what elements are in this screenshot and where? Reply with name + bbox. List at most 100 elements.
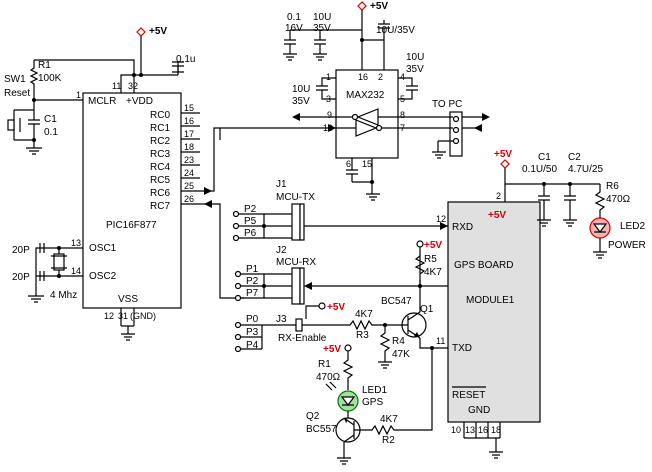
r1-led-value: 470Ω: [316, 372, 341, 383]
vcc-label-mcu: +5V: [149, 26, 167, 37]
r5-value: 4K7: [424, 267, 442, 278]
vcc-label-j3: +5V: [327, 302, 345, 313]
led2-label: LED2: [620, 221, 645, 232]
vcc-mcu: +5V: [136, 26, 167, 60]
pin-num-23: 23: [184, 155, 194, 165]
q2-name: Q2: [306, 411, 320, 422]
r4-label: R4: [392, 336, 405, 347]
r6-value: 470Ω: [606, 194, 631, 205]
max-pin-8: 8: [400, 110, 405, 120]
gps-board-body: [447, 201, 541, 423]
j1-pin-p6: P6: [244, 228, 257, 239]
max-pin-15: 15: [362, 159, 372, 169]
max-pin-1: 1: [326, 72, 331, 82]
j3-pin-p0: P0: [246, 314, 259, 325]
c2-power-label: C2: [568, 152, 581, 163]
j2-label: J2: [276, 245, 287, 256]
pin-vdd: +VDD: [126, 96, 153, 107]
cap-01-voltage: 16V: [285, 23, 303, 34]
cap-10u-c-value: 10U: [292, 84, 310, 95]
pin-num-1: 1: [76, 90, 81, 100]
pin-num-25: 25: [184, 181, 194, 191]
cap-20p-a: 20P: [12, 245, 30, 256]
gps-txd-pin: TXD: [452, 343, 472, 354]
pin-num-12: 12: [104, 311, 114, 321]
j1-pin-p2: P2: [244, 204, 257, 215]
j2-pin-p2: P2: [246, 276, 259, 287]
gps-module: RXD GPS BOARD MODULE1 TXD RESET GND 12 1…: [436, 184, 541, 459]
gps-reset-pin: RESET: [452, 390, 485, 401]
r3-value: 4K7: [355, 309, 373, 320]
pin-num-31: 31: [118, 311, 128, 321]
pic16f877-mcu: MCLR +VDD RC0 RC1 RC2 RC3 RC4 RC5 RC6 RC…: [71, 54, 200, 341]
pin-num-18: 18: [184, 142, 194, 152]
pin-rc3: RC3: [150, 149, 170, 160]
jumper-j2: J2 MCU-RX P1 P2 P7: [234, 245, 448, 305]
pin-rc7: RC7: [150, 201, 170, 212]
pin-vss: VSS: [118, 294, 138, 305]
led1-label: LED1: [362, 385, 387, 396]
vcc-label-max: +5V: [370, 1, 388, 12]
to-pc-label: TO PC: [432, 99, 462, 110]
r2-value: 4K7: [380, 414, 398, 425]
cap-10u-d-value: 10U: [406, 52, 424, 63]
pin-num-32: 32: [128, 81, 138, 91]
sw1-label: SW1: [4, 74, 26, 85]
led1-function: GPS: [362, 397, 383, 408]
pin-num-13: 13: [71, 238, 81, 248]
c1-power-label: C1: [538, 152, 551, 163]
c1-reset-label: C1: [44, 114, 57, 125]
j3-pin-p3: P3: [246, 327, 259, 338]
cap-10u-b-value: 10U/35V: [376, 25, 415, 36]
pin-rc5: RC5: [150, 175, 170, 186]
gps-pin-12: 12: [436, 214, 446, 224]
gps-board-label: GPS BOARD: [454, 260, 513, 271]
pin-osc1: OSC1: [89, 243, 117, 254]
gps-vcc-label: +5V: [488, 210, 506, 221]
cap-10u-a-voltage: 35V: [313, 23, 331, 34]
pin-osc2: OSC2: [89, 271, 117, 282]
mcu-name: PIC16F877: [106, 220, 157, 231]
r2-label: R2: [382, 435, 395, 446]
q1-name: Q1: [420, 304, 434, 315]
q1-type: BC547: [381, 296, 412, 307]
to-pc-connector: [449, 111, 463, 157]
reset-circuit: SW1 Reset R1 100K C1 0.1: [4, 59, 135, 155]
j2-function: MCU-RX: [276, 257, 316, 268]
mcu-body: [82, 92, 182, 309]
gps-pin-2: 2: [496, 191, 501, 201]
max-pin-6: 6: [346, 159, 351, 169]
r3-label: R3: [356, 330, 369, 341]
pin-rc0: RC0: [150, 110, 170, 121]
cap-10u-d-voltage: 35V: [406, 64, 424, 75]
pin-num-17: 17: [184, 129, 194, 139]
pin-num-11: 11: [112, 81, 121, 91]
max-pin-4: 4: [400, 72, 405, 82]
gps-pin-16: 16: [478, 425, 488, 435]
sw1-reset-label: Reset: [4, 88, 30, 99]
gps-pin-10: 10: [451, 425, 461, 435]
r1-reset-value: 100K: [38, 73, 62, 84]
j2-pin-p7: P7: [246, 288, 259, 299]
vcc-label-power: +5V: [494, 149, 512, 160]
max-pin-16: 16: [358, 72, 368, 82]
gps-led-stage: +5V R1 470Ω LED1 GPS Q2 BC557 4K7 R2: [306, 344, 434, 465]
gps-rxd-pin: RXD: [452, 222, 473, 233]
pin-num-26: 26: [184, 194, 194, 204]
pin-num-16: 16: [184, 116, 194, 126]
r5-label: R5: [424, 254, 437, 265]
vdd-cap-value: 0.1u: [176, 54, 195, 65]
max-pin-9: 9: [327, 110, 332, 120]
vcc-label-r5: +5V: [424, 240, 442, 251]
q2-type: BC557: [306, 424, 337, 435]
pin-rc1: RC1: [150, 123, 170, 134]
j1-function: MCU-TX: [276, 192, 315, 203]
j3-label: J3: [276, 314, 287, 325]
j1-pin-p5: P5: [244, 216, 257, 227]
pin-num-24: 24: [184, 168, 194, 178]
gps-module-label: MODULE1: [466, 295, 515, 306]
max232-name: MAX232: [346, 90, 385, 101]
q1-transistor-stage: 4K7 R3 R4 47K BC547 Q1 +5V R5 4K7: [345, 240, 448, 369]
cap-10u-c-voltage: 35V: [292, 96, 310, 107]
